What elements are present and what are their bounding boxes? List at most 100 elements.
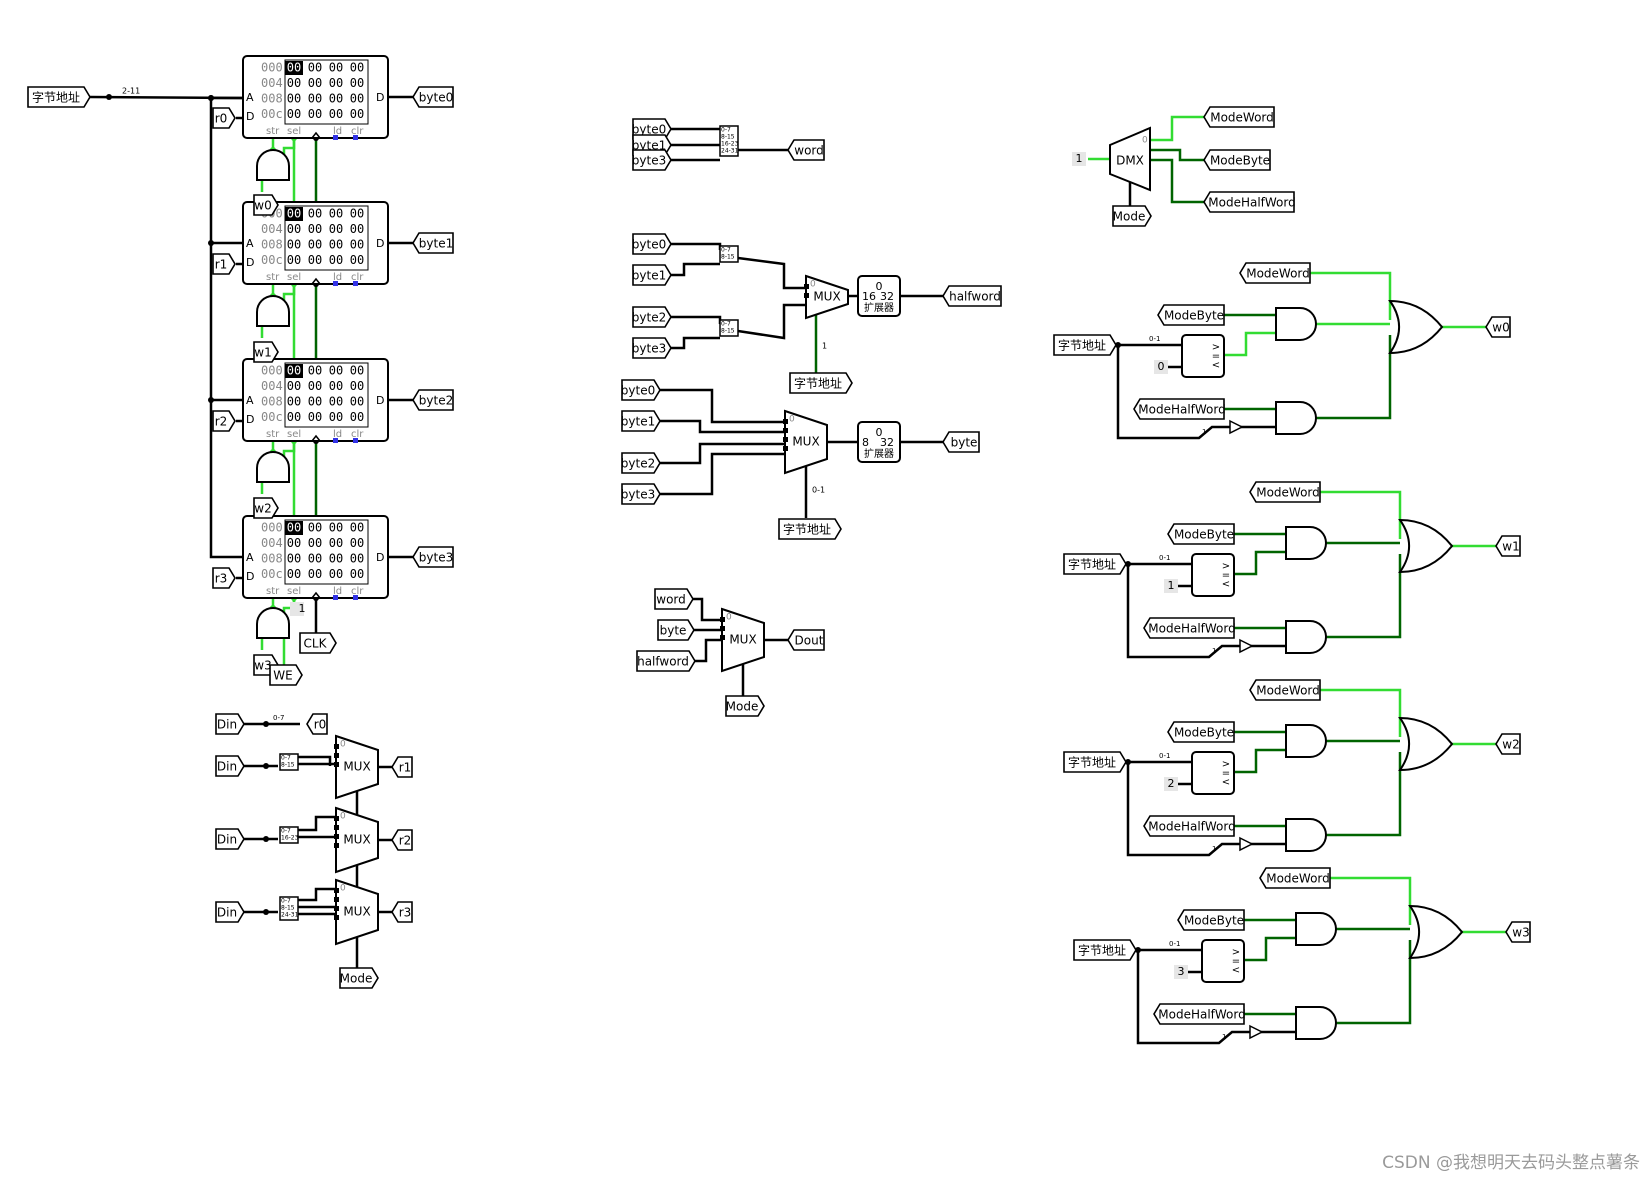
mux-input-port xyxy=(720,635,725,640)
pin-label: r0 xyxy=(314,718,327,732)
wire xyxy=(671,262,720,277)
ram-address: 00c xyxy=(261,253,283,267)
splitter-range-label: 0-7 xyxy=(721,247,731,254)
mux-input-zero: 0 xyxy=(726,613,732,623)
comparator-eq: = xyxy=(1222,570,1230,581)
we2-and-halfword xyxy=(1285,818,1327,852)
ram-clr-marker xyxy=(353,281,358,286)
pin-body xyxy=(1203,191,1295,213)
we3-mode-word: ModeWord xyxy=(1259,867,1331,889)
pin-label: ModeWord xyxy=(1210,111,1274,125)
byte-input-byte1: byte1 xyxy=(621,410,661,432)
splitter-range-label: 2-11 xyxy=(122,87,140,96)
pin-body xyxy=(253,194,279,216)
pin-label: r2 xyxy=(215,415,228,429)
pin-label: ModeHalfWord xyxy=(1138,403,1225,417)
halfword-output: halfword xyxy=(942,285,1002,307)
pin-body xyxy=(1063,751,1127,773)
ram-port-d-out: D xyxy=(376,91,384,104)
din-r0: Din xyxy=(215,713,245,735)
mux-body xyxy=(335,806,379,874)
const-bg xyxy=(1154,360,1168,374)
ram-value: 00 xyxy=(308,364,322,378)
ram-value: 00 xyxy=(308,253,322,267)
pin-label: byte1 xyxy=(632,139,666,153)
comparator-eq: = xyxy=(1212,351,1220,362)
pin-body xyxy=(632,306,672,328)
ram-cursor xyxy=(285,521,303,535)
ram-value: 00 xyxy=(350,395,364,409)
we0-or-gate xyxy=(1388,299,1444,355)
ram-value: 00 xyxy=(329,410,343,424)
we1-address-input: 字节地址 xyxy=(1063,553,1127,575)
junction xyxy=(263,836,269,842)
pin-label: r0 xyxy=(215,112,228,126)
pin-body xyxy=(412,86,454,108)
we1-not-gate xyxy=(1239,638,1254,654)
dmx-mode-input: Mode xyxy=(1112,205,1152,227)
pin-body xyxy=(253,341,279,363)
wire xyxy=(671,336,720,350)
ram-port-ld: ld xyxy=(333,272,342,283)
junction xyxy=(208,240,214,246)
ram-value: 00 xyxy=(350,222,364,236)
write-enable-w1: w1 xyxy=(253,341,279,363)
ram-output-byte0: byte0 xyxy=(412,86,454,108)
we3-compare-value: 3 xyxy=(1178,965,1185,978)
splitter-body xyxy=(719,245,739,263)
ram-value: 00 xyxy=(350,107,364,121)
ram-port-sel: sel xyxy=(287,586,301,597)
mux-input-port xyxy=(783,428,788,433)
dmx-output-zero: 0 xyxy=(1142,136,1148,146)
pin-label: r1 xyxy=(399,761,412,775)
pin-label: r2 xyxy=(399,834,412,848)
ram-value: 00 xyxy=(329,92,343,106)
ram-clr-marker xyxy=(353,595,358,600)
pin-body xyxy=(654,588,694,610)
ram-address: 008 xyxy=(261,552,283,566)
ram-port-d-in: D xyxy=(246,413,254,426)
mux-body xyxy=(784,409,828,475)
half-input-byte3: byte3 xyxy=(632,337,672,359)
ram-value: 00 xyxy=(308,521,322,535)
ram-value: 00 xyxy=(287,364,301,378)
ram-address: 008 xyxy=(261,92,283,106)
mode-input-din: Mode xyxy=(339,967,379,989)
splitter-body xyxy=(719,319,739,337)
splitter-range-label: 1 xyxy=(1202,428,1206,436)
splitter-range-label: 8-15 xyxy=(721,328,735,335)
splitter-half-b: 0-78-15 xyxy=(719,319,739,337)
mux-body xyxy=(721,607,765,673)
pin-label: w2 xyxy=(254,502,271,516)
byte-input-byte3: byte3 xyxy=(621,483,661,505)
splitter-range-label: 0-7 xyxy=(281,898,291,905)
pin-body xyxy=(212,107,236,129)
ram-value: 00 xyxy=(329,207,343,221)
din-r2: Din xyxy=(215,828,245,850)
wire xyxy=(1318,490,1402,539)
pin-label: byte xyxy=(951,436,978,450)
mux-input-port xyxy=(804,284,809,289)
pin-body xyxy=(621,410,661,432)
ram-port-a: A xyxy=(246,551,254,564)
pin-body xyxy=(942,431,980,453)
extender-out-width: 32 xyxy=(880,290,894,303)
pin-label: byte2 xyxy=(632,311,666,325)
ram-port-d-out: D xyxy=(376,237,384,250)
pin-body xyxy=(1167,721,1235,743)
we-output-w2: w2 xyxy=(1495,733,1521,755)
pin-label: ModeByte xyxy=(1164,309,1224,323)
pin-body xyxy=(621,379,661,401)
splitter-r1: 0-78-15 xyxy=(279,753,299,771)
ram-clock-triangle xyxy=(311,131,321,139)
splitter-range-label: 0-7 xyxy=(721,127,731,134)
mux-input-port xyxy=(334,915,339,920)
pin-body xyxy=(1249,481,1321,503)
ram-cursor xyxy=(285,207,303,221)
pin-body xyxy=(412,389,454,411)
wire xyxy=(209,98,243,559)
mux-input-zero: 0 xyxy=(340,812,346,822)
